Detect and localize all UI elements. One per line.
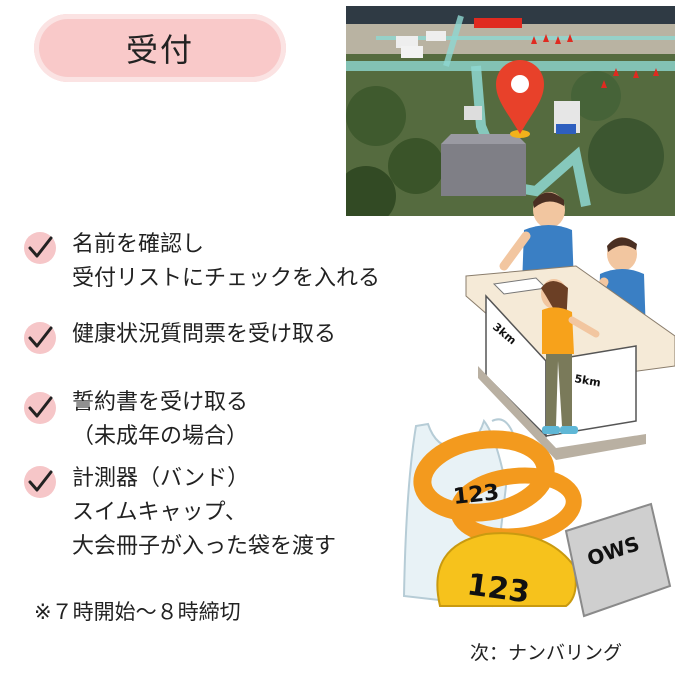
reception-illustration: 3km 5km 123 123	[396, 186, 675, 646]
map-pin-icon	[496, 60, 544, 134]
title-badge: 受付	[34, 14, 286, 82]
checklist-line: 大会冊子が入った袋を渡す	[72, 534, 337, 559]
venue-aerial-map	[346, 6, 675, 216]
checklist-line: 計測器（バンド）	[72, 466, 250, 491]
check-icon	[24, 466, 56, 498]
next-step-label: 次：ナンバリング	[470, 642, 623, 664]
checklist-line: 受付リストにチェックを入れる	[72, 266, 381, 291]
swim-cap: 123	[436, 532, 577, 611]
cap-number: 123	[465, 567, 532, 610]
checklist-line: （未成年の場合）	[72, 424, 249, 449]
checklist-line: スイムキャップ、	[72, 500, 247, 525]
check-icon	[24, 232, 56, 264]
event-booklet: OWS	[564, 502, 672, 618]
checklist-line: 健康状況質問票を受け取る	[72, 322, 337, 347]
checklist-line: 誓約書を受け取る	[72, 390, 249, 415]
desk-sign-5km: 5km	[573, 372, 601, 389]
participant-person	[541, 279, 600, 434]
page-title: 受付	[125, 31, 194, 69]
title-badge-fill	[40, 20, 280, 76]
band-number: 123	[452, 480, 500, 510]
time-note: ※７時開始～８時締切	[34, 600, 241, 624]
checklist-line: 名前を確認し	[72, 232, 205, 257]
check-icon	[24, 322, 56, 354]
check-icon	[24, 392, 56, 424]
